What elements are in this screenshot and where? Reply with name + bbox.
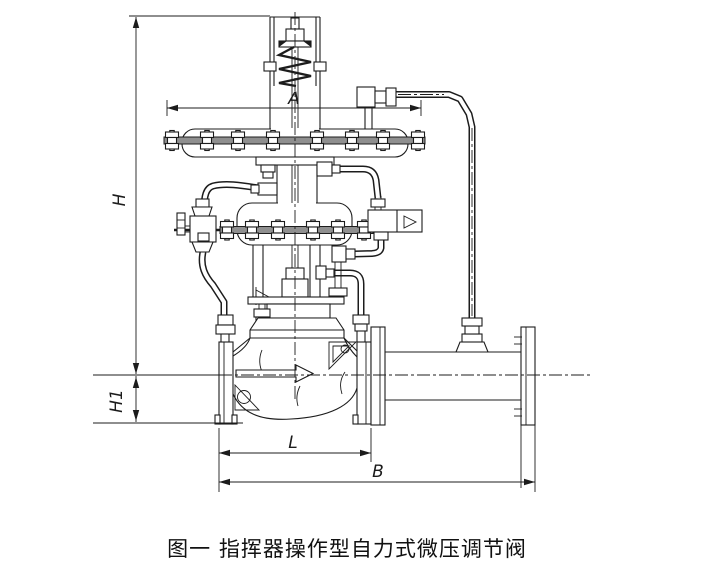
seat-triangle-inner <box>332 345 351 364</box>
spring-housing <box>263 16 327 129</box>
bonnet-spool <box>266 303 331 319</box>
pilot-elbow-fitting <box>328 245 356 297</box>
top-chamber-riser <box>364 106 373 129</box>
inlet-flange-tap-fitting <box>215 314 236 342</box>
outlet-flange <box>352 341 372 425</box>
bonnet-base <box>232 317 359 353</box>
dimension-a: A <box>166 89 422 116</box>
body-detail-circle <box>237 390 251 404</box>
top-tee-fitting <box>356 86 397 108</box>
outlet-flange-tap-fitting <box>352 314 370 342</box>
column-left-boss <box>250 182 278 196</box>
break-line <box>296 385 301 407</box>
pilot-right-block <box>367 196 423 241</box>
pilot-diaphragm-clamp-band <box>219 226 374 234</box>
body-triangle <box>234 383 261 411</box>
column-right-boss <box>316 161 341 177</box>
seat-detail-circle <box>340 344 350 354</box>
inlet-flange <box>214 341 238 425</box>
pipe-tap-boss <box>455 341 489 353</box>
pipe-tap-fitting <box>461 317 483 343</box>
pipe-end-flange <box>514 326 536 426</box>
housing-side-bolt <box>263 61 277 72</box>
yoke-plate <box>247 296 345 305</box>
needle-valve-handwheel <box>176 212 190 236</box>
dimension-label-b: B <box>372 462 384 482</box>
housing-side-bolt <box>313 61 327 72</box>
pilot-output-tube <box>353 239 385 258</box>
dimension-h1: H1 <box>93 376 243 424</box>
needle-valve <box>176 198 217 253</box>
upstream-tap-tube <box>198 251 228 315</box>
valve-body <box>232 337 358 420</box>
pipe-left-flange <box>370 326 386 426</box>
flow-direction-arrow <box>235 364 315 383</box>
dimension-label-h: H <box>110 193 130 206</box>
spring-coil <box>275 45 312 88</box>
bonnet-tap-tube <box>334 269 365 315</box>
centerlines <box>219 12 592 400</box>
column-mask <box>278 198 316 208</box>
yoke-tap-fitting <box>315 265 335 280</box>
break-line <box>340 371 346 395</box>
actuator-stem <box>291 47 299 128</box>
main-diaphragm-clamp-band <box>163 136 426 145</box>
seat-triangle <box>328 341 358 371</box>
dimension-label-a: A <box>287 89 300 109</box>
dimension-h: H <box>93 15 270 376</box>
dimension-label-h1: H1 <box>107 389 127 413</box>
dimension-l: L <box>218 428 372 492</box>
figure-caption: 图一 指挥器操作型自力式微压调节阀 <box>167 537 527 561</box>
downstream-pipe <box>370 317 536 426</box>
dimension-label-l: L <box>288 433 297 453</box>
dimension-b: B <box>219 425 536 492</box>
pilot-supply-tube <box>330 165 382 199</box>
